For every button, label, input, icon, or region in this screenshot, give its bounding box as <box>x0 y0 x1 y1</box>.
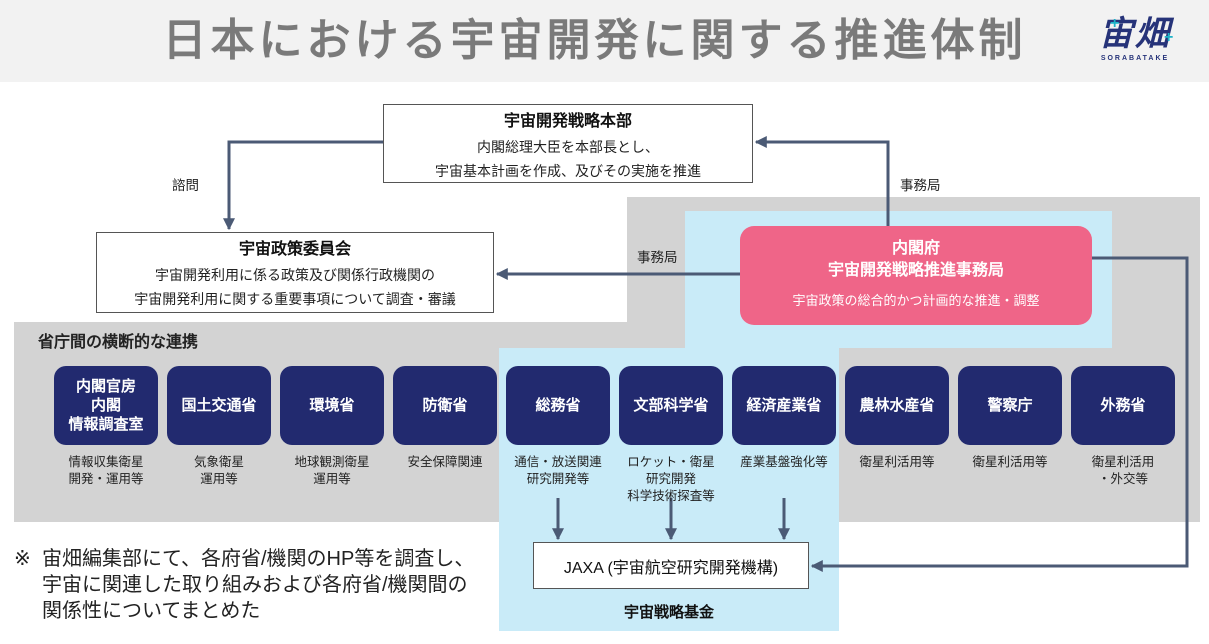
ministry-desc: 安全保障関連 <box>407 455 483 469</box>
hq-desc-line: 宇宙基本計画を作成、及びその実施を推進 <box>435 163 701 179</box>
page-title: 日本における宇宙開発に関する推進体制 <box>162 16 1027 65</box>
ministry-box-mext: 文部科学省 <box>619 366 723 445</box>
secretariat-label-top: 事務局 <box>900 178 941 193</box>
logo-subtitle: SORABATAKE <box>1100 55 1170 62</box>
ministry-desc: 衛星利活用等 <box>972 455 1048 469</box>
space-strategy-hq-box: 宇宙開発戦略本部 内閣総理大臣を本部長とし、 宇宙基本計画を作成、及びその実施を… <box>383 104 753 183</box>
hq-desc-line: 内閣総理大臣を本部長とし、 <box>477 139 659 155</box>
ministry-desc: 産業基盤強化等 <box>740 455 828 469</box>
ministry-box-defense: 防衛省 <box>393 366 497 445</box>
committee-desc-line: 宇宙開発利用に関する重要事項について調査・審議 <box>134 291 456 307</box>
footnote: ※ 宙畑編集部にて、各府省/機関のHP等を調査し、 宇宙に関連した取り組みおよび… <box>14 546 474 624</box>
logo-text: 宙畑 <box>1099 15 1171 53</box>
plus-icon: + <box>1110 15 1120 32</box>
secretariat-label-left: 事務局 <box>637 250 678 265</box>
space-strategy-fund-label: 宇宙戦略基金 <box>623 604 714 621</box>
cross-ministry-label: 省庁間の横断的な連携 <box>38 334 199 351</box>
footnote-text: 宙畑編集部にて、各府省/機関のHP等を調査し、 宇宙に関連した取り組みおよび各府… <box>42 548 475 622</box>
cabinet-office-secretariat-box: 内閣府 宇宙開発戦略推進事務局 宇宙政策の総合的かつ計画的な推進・調整 <box>740 226 1092 325</box>
hq-title: 宇宙開発戦略本部 <box>503 113 632 130</box>
header-bar <box>0 0 1209 82</box>
ministry-box-foreign-affairs: 外務省 <box>1071 366 1175 445</box>
ministry-desc: 衛星利活用等 <box>859 455 935 469</box>
ministry-desc: ロケット・衛星 研究開発 科学技術探査等 <box>627 455 715 503</box>
secretariat-title: 内閣府 宇宙開発戦略推進事務局 <box>827 240 1004 279</box>
ministry-box-cabinet-secretariat: 内閣官房 内閣 情報調査室 <box>54 366 158 445</box>
plus-icon: + <box>1164 29 1174 46</box>
advisory-connector <box>223 140 383 231</box>
ministry-desc: 通信・放送関連 研究開発等 <box>514 455 602 486</box>
ministry-desc: 情報収集衛星 開発・運用等 <box>68 455 144 486</box>
ministry-box-maff: 農林水産省 <box>845 366 949 445</box>
jaxa-box: JAXA (宇宙航空研究開発機構) <box>533 542 809 589</box>
space-policy-committee-box: 宇宙政策委員会 宇宙開発利用に係る政策及び関係行政機関の 宇宙開発利用に関する重… <box>96 232 494 313</box>
ministry-box-internal-affairs: 総務省 <box>506 366 610 445</box>
ministry-box-meti: 経済産業省 <box>732 366 836 445</box>
advisory-label: 諮問 <box>172 178 199 193</box>
sorabatake-logo: + + 宙畑 SORABATAKE <box>1080 14 1190 74</box>
ministry-desc: 気象衛星 運用等 <box>193 455 244 486</box>
ministry-desc: 地球観測衛星 運用等 <box>294 455 370 486</box>
ministry-box-police: 警察庁 <box>958 366 1062 445</box>
ministry-desc: 衛星利活用 ・外交等 <box>1091 455 1155 486</box>
footnote-mark: ※ <box>14 548 31 570</box>
ministry-box-mlit: 国土交通省 <box>167 366 271 445</box>
secretariat-to-jaxa-connector <box>810 256 1189 572</box>
committee-desc-line: 宇宙開発利用に係る政策及び関係行政機関の <box>155 267 435 283</box>
committee-title: 宇宙政策委員会 <box>238 241 351 258</box>
secretariat-to-hq-connector <box>754 136 890 226</box>
secretariat-subtitle: 宇宙政策の総合的かつ計画的な推進・調整 <box>792 293 1040 308</box>
ministry-box-environment: 環境省 <box>280 366 384 445</box>
